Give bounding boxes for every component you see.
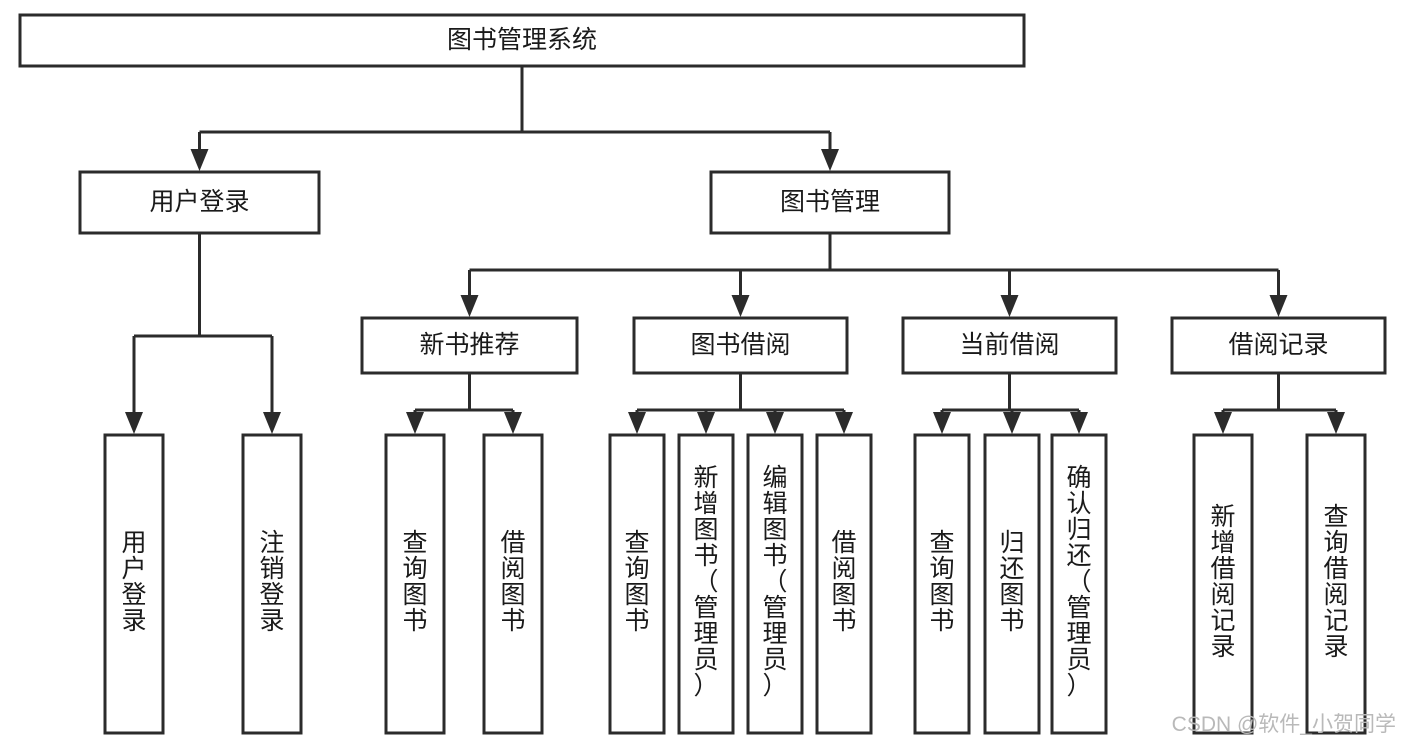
node-label-new-book-recommend: 新书推荐: [419, 331, 519, 359]
node-label-current-borrow: 当前借阅: [959, 331, 1059, 359]
arrowhead-icon: [1269, 295, 1288, 317]
arrowhead-icon: [933, 412, 951, 434]
arrowhead-icon: [406, 412, 424, 434]
node-box-current-return-book: [983, 433, 1041, 735]
node-current-query-book[interactable]: 查询图书: [913, 433, 971, 735]
arrowhead-icon: [1214, 412, 1232, 434]
node-label-book-borrow: 图书借阅: [690, 331, 790, 359]
node-box-borrow-records: [1170, 316, 1387, 375]
node-label-borrow-add-book-admin: 新增图书（管理员）: [693, 464, 718, 700]
edge-group-user-login: [125, 233, 281, 434]
node-label-recommend-borrow-book: 借阅图书: [500, 529, 525, 635]
node-label-current-confirm-return-admin: 确认归还（管理员）: [1066, 464, 1091, 700]
node-label-current-query-book: 查询图书: [929, 529, 954, 635]
node-recommend-borrow-book[interactable]: 借阅图书: [482, 433, 544, 735]
node-label-borrow-records: 借阅记录: [1228, 331, 1328, 359]
node-box-borrow-borrow-book: [815, 433, 873, 735]
node-box-current-query-book: [913, 433, 971, 735]
node-user-login[interactable]: 用户登录: [78, 170, 321, 235]
arrowhead-icon: [190, 149, 209, 171]
node-book-management[interactable]: 图书管理: [709, 170, 951, 235]
node-current-confirm-return-admin[interactable]: 确认归还（管理员）: [1050, 433, 1108, 735]
arrowhead-icon: [263, 412, 281, 434]
node-borrow-add-book-admin[interactable]: 新增图书（管理员）: [677, 433, 735, 735]
node-box-user-login-logout: [241, 433, 303, 735]
edge-group-root: [190, 66, 839, 171]
node-box-borrow-add-book-admin: [677, 433, 735, 735]
node-recommend-query-book[interactable]: 查询图书: [384, 433, 446, 735]
node-label-recommend-query-book: 查询图书: [402, 529, 427, 635]
node-label-borrow-borrow-book: 借阅图书: [831, 529, 856, 635]
arrowhead-icon: [125, 412, 143, 434]
arrowhead-icon: [1327, 412, 1345, 434]
edge-group-book-management: [460, 233, 1288, 317]
arrowhead-icon: [504, 412, 522, 434]
node-borrow-query-book[interactable]: 查询图书: [608, 433, 666, 735]
arrowhead-icon: [1000, 295, 1019, 317]
arrowhead-icon: [731, 295, 750, 317]
node-box-current-borrow: [901, 316, 1118, 375]
arrowhead-icon: [821, 149, 839, 171]
arrowhead-icon: [1070, 412, 1088, 434]
node-user-login-login[interactable]: 用户登录: [103, 433, 165, 735]
edge-group-current-borrow: [933, 373, 1088, 434]
node-box-user-login: [78, 170, 321, 235]
node-label-borrow-query-book: 查询图书: [624, 529, 649, 635]
node-label-user-login: 用户登录: [149, 188, 249, 216]
node-current-borrow[interactable]: 当前借阅: [901, 316, 1118, 375]
node-root[interactable]: 图书管理系统: [18, 13, 1026, 68]
node-box-book-management: [709, 170, 951, 235]
node-label-records-query-record: 查询借阅记录: [1323, 503, 1348, 661]
node-book-borrow[interactable]: 图书借阅: [632, 316, 849, 375]
edge-group-borrow-records: [1214, 373, 1345, 434]
node-label-borrow-edit-book-admin: 编辑图书（管理员）: [762, 464, 787, 700]
arrowhead-icon: [835, 412, 853, 434]
arrowhead-icon: [766, 412, 784, 434]
node-box-borrow-edit-book-admin: [746, 433, 804, 735]
csdn-watermark: CSDN @软件_小贺同学: [1172, 713, 1396, 736]
node-box-book-borrow: [632, 316, 849, 375]
node-label-user-login-login: 用户登录: [121, 529, 146, 635]
node-current-return-book[interactable]: 归还图书: [983, 433, 1041, 735]
arrowhead-icon: [1003, 412, 1021, 434]
node-box-user-login-login: [103, 433, 165, 735]
node-records-query-record[interactable]: 查询借阅记录: [1305, 433, 1367, 735]
arrowhead-icon: [460, 295, 479, 317]
node-label-records-add-record: 新增借阅记录: [1210, 503, 1235, 661]
node-borrow-edit-book-admin[interactable]: 编辑图书（管理员）: [746, 433, 804, 735]
node-layer: 图书管理系统用户登录用户登录注销登录图书管理新书推荐查询图书借阅图书图书借阅查询…: [18, 13, 1387, 735]
node-box-root: [18, 13, 1026, 68]
node-label-user-login-logout: 注销登录: [259, 529, 284, 635]
edge-group-book-borrow: [628, 373, 853, 434]
connector-layer: [125, 66, 1345, 434]
arrowhead-icon: [697, 412, 715, 434]
node-box-recommend-borrow-book: [482, 433, 544, 735]
node-label-book-management: 图书管理: [780, 188, 880, 216]
node-new-book-recommend[interactable]: 新书推荐: [360, 316, 579, 375]
node-borrow-borrow-book[interactable]: 借阅图书: [815, 433, 873, 735]
node-box-recommend-query-book: [384, 433, 446, 735]
node-label-root: 图书管理系统: [447, 26, 597, 54]
node-box-records-add-record: [1192, 433, 1254, 735]
edge-group-new-book-recommend: [406, 373, 522, 434]
node-borrow-records[interactable]: 借阅记录: [1170, 316, 1387, 375]
node-box-current-confirm-return-admin: [1050, 433, 1108, 735]
node-box-borrow-query-book: [608, 433, 666, 735]
node-user-login-logout[interactable]: 注销登录: [241, 433, 303, 735]
node-label-current-return-book: 归还图书: [999, 529, 1024, 635]
node-box-records-query-record: [1305, 433, 1367, 735]
node-records-add-record[interactable]: 新增借阅记录: [1192, 433, 1254, 735]
arrowhead-icon: [628, 412, 646, 434]
node-box-new-book-recommend: [360, 316, 579, 375]
